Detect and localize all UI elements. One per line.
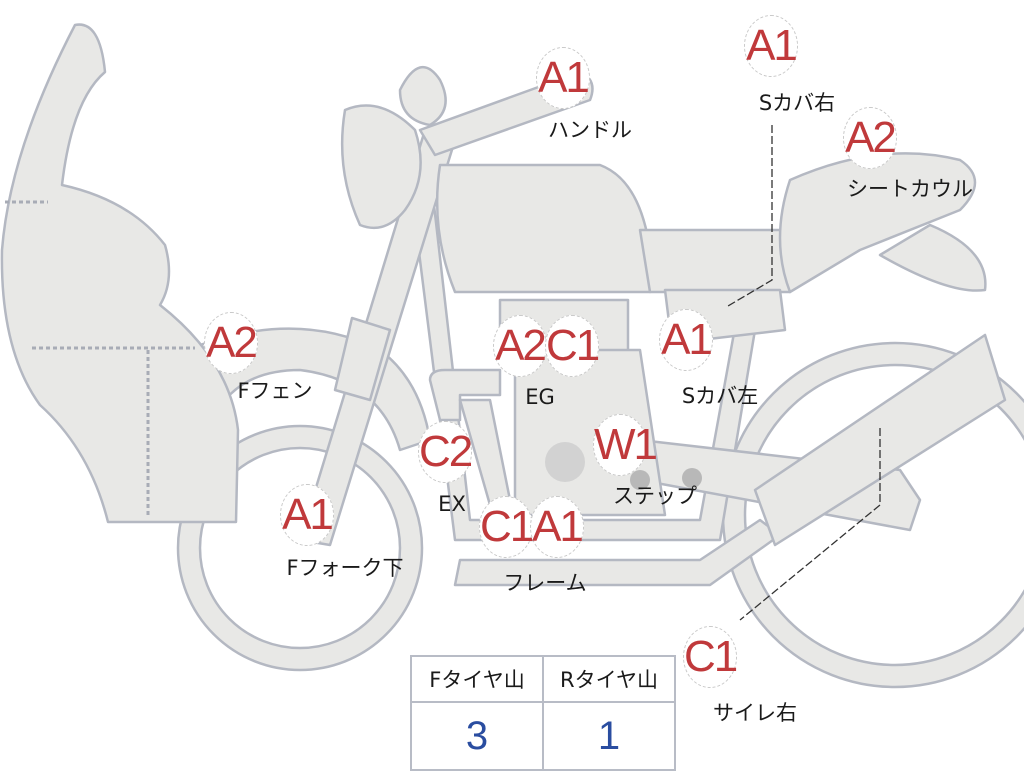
part-label-silencer-right: サイレ右: [713, 701, 797, 725]
part-label-frame: フレーム: [503, 571, 587, 595]
part-label-side-cover-left: Sカバ左: [681, 384, 759, 408]
damage-code-badge: C2: [418, 421, 473, 483]
fuel-tank: [435, 163, 652, 294]
damage-code-badge: A1: [530, 496, 584, 558]
front-tyre-value: 3: [410, 701, 544, 771]
damage-code-badge: C1: [479, 496, 534, 558]
front-tyre-header: Fタイヤ山: [410, 655, 544, 703]
front-fairing: [0, 23, 240, 524]
part-label-front-fender: Fフェン: [237, 379, 313, 403]
part-label-handle: ハンドル: [548, 118, 632, 142]
damage-code-badge: A1: [280, 484, 334, 546]
rear-tyre-value: 1: [542, 701, 676, 771]
damage-code-badge: W1: [593, 414, 658, 476]
damage-code-badge: A1: [536, 47, 590, 109]
headlight: [340, 104, 422, 230]
damage-code-badge: A2: [493, 315, 547, 377]
part-label-front-fork-lower: Fフォーク下: [286, 556, 404, 580]
damage-code-badge: A1: [744, 15, 798, 77]
damage-code-badge: C1: [545, 315, 600, 377]
part-label-engine: EG: [525, 385, 555, 409]
damage-code-badge: A2: [204, 312, 258, 374]
part-label-side-cover-right: Sカバ右: [758, 91, 836, 115]
rear-tyre-header: Rタイヤ山: [542, 655, 676, 703]
damage-code-badge: A2: [843, 107, 897, 169]
part-label-seat-cowl: シートカウル: [847, 177, 973, 201]
tyre-tread-table: Fタイヤ山 Rタイヤ山 3 1: [410, 655, 676, 771]
part-label-step: ステップ: [613, 484, 697, 508]
part-label-exhaust: EX: [438, 492, 466, 516]
damage-code-badge: A1: [659, 309, 713, 371]
damage-code-badge: C1: [683, 626, 738, 688]
